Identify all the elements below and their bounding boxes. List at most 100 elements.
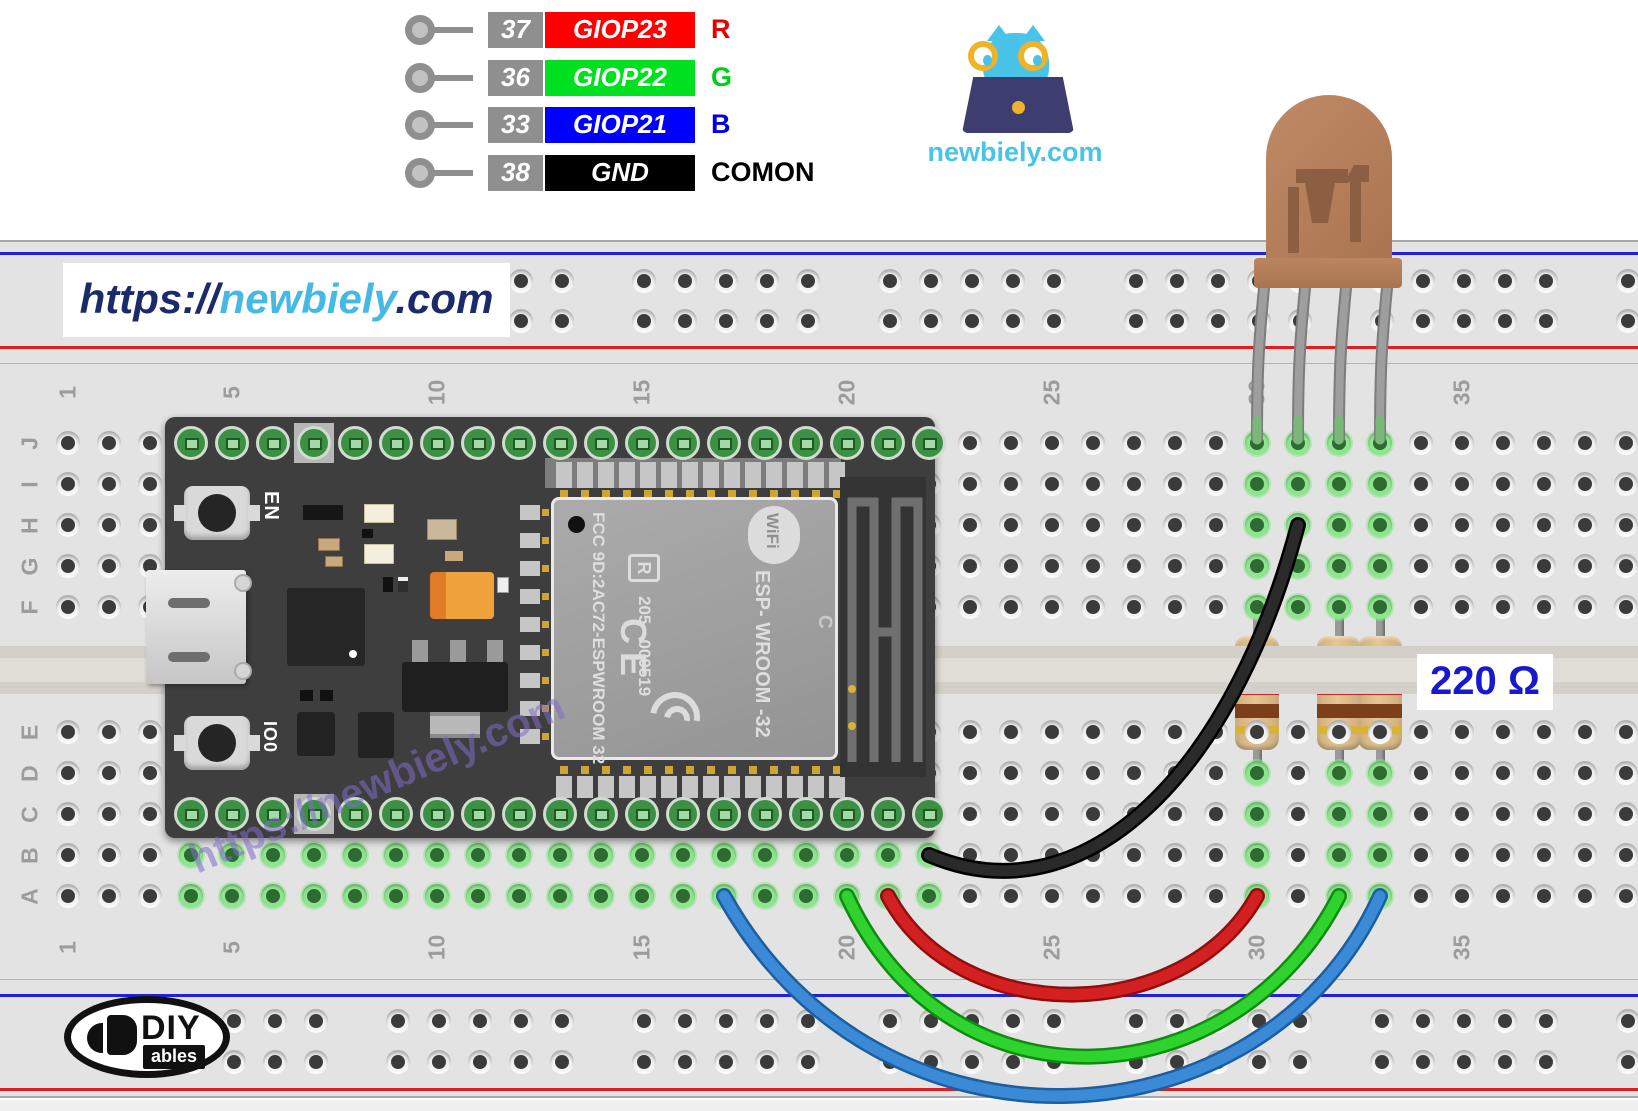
hole-F31 bbox=[1286, 595, 1310, 619]
hole-J38 bbox=[1573, 431, 1597, 455]
hole-pit bbox=[555, 314, 569, 328]
hole-B11 bbox=[466, 843, 490, 867]
hole-B38 bbox=[1573, 843, 1597, 867]
module-pad bbox=[766, 776, 782, 798]
hole-I2 bbox=[97, 472, 121, 496]
hole-pit bbox=[1496, 518, 1510, 532]
hole-pit bbox=[883, 274, 897, 288]
hole-pit bbox=[1455, 477, 1469, 491]
hole-pit bbox=[1127, 766, 1141, 780]
pin-center bbox=[800, 809, 814, 821]
hole-pit bbox=[1291, 600, 1305, 614]
module-pad-gold bbox=[644, 766, 652, 774]
hole-A18 bbox=[753, 884, 777, 908]
hole-pit bbox=[1414, 518, 1428, 532]
hole-pit bbox=[883, 314, 897, 328]
rail-hole bbox=[509, 1009, 533, 1033]
module-pad-gold bbox=[542, 509, 549, 516]
module-pad-gold bbox=[542, 565, 549, 572]
hole-I33 bbox=[1368, 472, 1392, 496]
rail-hole bbox=[386, 1009, 410, 1033]
rail-hole bbox=[550, 1050, 574, 1074]
module-pad bbox=[703, 462, 719, 488]
hole-pit bbox=[514, 1055, 528, 1069]
hole-pit bbox=[143, 807, 157, 821]
hole-pit bbox=[963, 436, 977, 450]
pin-center bbox=[431, 809, 445, 821]
hole-pit bbox=[555, 274, 569, 288]
hole-pit bbox=[1209, 436, 1223, 450]
hole-pit bbox=[1496, 766, 1510, 780]
hole-pit bbox=[965, 314, 979, 328]
hole-pit bbox=[1619, 436, 1633, 450]
smd-part bbox=[398, 577, 408, 592]
hole-pit bbox=[553, 848, 567, 862]
rail-hole bbox=[919, 269, 943, 293]
hole-E2 bbox=[97, 720, 121, 744]
regulator-leg bbox=[412, 640, 428, 664]
hole-pit bbox=[1006, 1055, 1020, 1069]
hole-I24 bbox=[999, 472, 1023, 496]
hole-E30 bbox=[1245, 720, 1269, 744]
rail-hole bbox=[1452, 1009, 1476, 1033]
rail-hole bbox=[1411, 269, 1435, 293]
module-dot bbox=[568, 516, 585, 533]
hole-J28 bbox=[1163, 431, 1187, 455]
hole-pit bbox=[1619, 848, 1633, 862]
hole-I29 bbox=[1204, 472, 1228, 496]
hole-I1 bbox=[56, 472, 80, 496]
hole-G28 bbox=[1163, 554, 1187, 578]
pcb-antenna bbox=[840, 477, 926, 777]
hole-A6 bbox=[261, 884, 285, 908]
hole-C25 bbox=[1040, 802, 1064, 826]
esp32-pin bbox=[912, 797, 946, 831]
rail-hole bbox=[1616, 269, 1638, 293]
hole-pit bbox=[102, 889, 116, 903]
io0-button-label: IO0 bbox=[260, 721, 280, 754]
hole-H27 bbox=[1122, 513, 1146, 537]
hole-pit bbox=[1086, 477, 1100, 491]
breadboard-seam bbox=[0, 979, 1638, 980]
hole-C3 bbox=[138, 802, 162, 826]
hole-pit bbox=[1498, 1055, 1512, 1069]
hole-A9 bbox=[384, 884, 408, 908]
url-name: newbiely bbox=[219, 275, 396, 322]
column-label: 35 bbox=[1448, 934, 1475, 961]
hole-A10 bbox=[425, 884, 449, 908]
hole-pit bbox=[799, 848, 813, 862]
smd-resistor bbox=[318, 538, 340, 551]
hole-J39 bbox=[1614, 431, 1638, 455]
module-pad bbox=[682, 776, 698, 798]
hole-I26 bbox=[1081, 472, 1105, 496]
brand-text: newbiely.com bbox=[927, 137, 1103, 167]
hole-pit bbox=[1621, 1014, 1635, 1028]
hole-pit bbox=[1455, 766, 1469, 780]
hole-B23 bbox=[958, 843, 982, 867]
rail-hole bbox=[714, 269, 738, 293]
hole-pit bbox=[389, 848, 403, 862]
hole-F23 bbox=[958, 595, 982, 619]
hole-pit bbox=[1209, 725, 1223, 739]
hole-pit bbox=[1211, 1055, 1225, 1069]
column-label: 30 bbox=[1243, 934, 1270, 961]
hole-pit bbox=[1578, 436, 1592, 450]
hole-B32 bbox=[1327, 843, 1351, 867]
hole-B5 bbox=[220, 843, 244, 867]
module-pad-gold bbox=[542, 649, 549, 656]
hole-G26 bbox=[1081, 554, 1105, 578]
hole-H3 bbox=[138, 513, 162, 537]
hole-pit bbox=[1373, 436, 1387, 450]
rail-hole bbox=[1165, 1009, 1189, 1033]
hole-pit bbox=[637, 1055, 651, 1069]
hole-I3 bbox=[138, 472, 162, 496]
hole-pit bbox=[1332, 559, 1346, 573]
hole-J35 bbox=[1450, 431, 1474, 455]
hole-H35 bbox=[1450, 513, 1474, 537]
hole-pit bbox=[719, 274, 733, 288]
hole-pit bbox=[553, 889, 567, 903]
electrolytic-cap bbox=[430, 572, 494, 619]
esp32-pin bbox=[297, 426, 331, 460]
hole-pit bbox=[61, 725, 75, 739]
module-pad bbox=[661, 462, 677, 488]
